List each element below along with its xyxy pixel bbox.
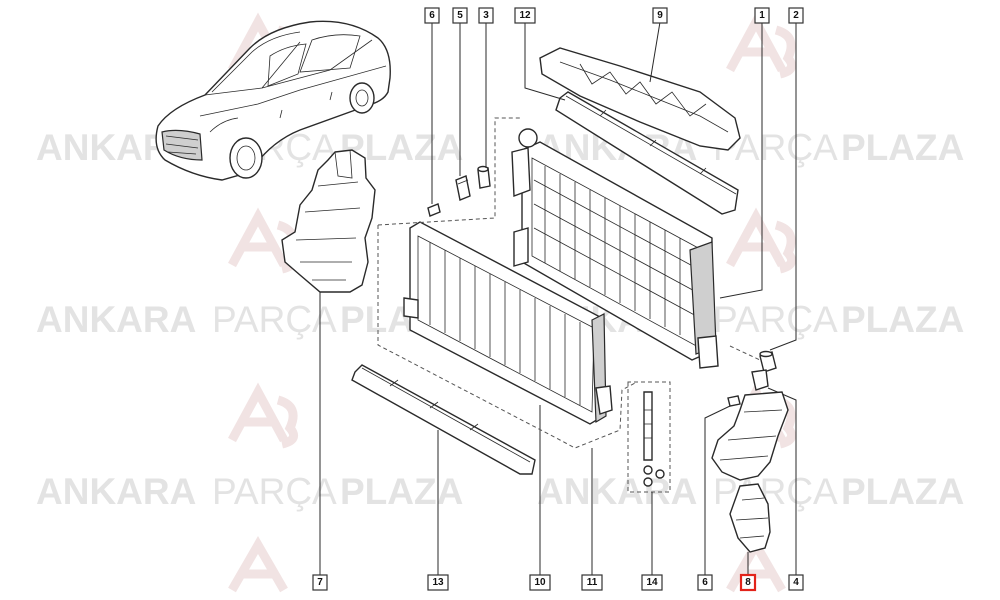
callout-label: 5 bbox=[457, 10, 463, 21]
callouts: 6 5 3 12 9 1 2 7 bbox=[312, 7, 804, 592]
part-bolt-lower bbox=[704, 395, 741, 575]
callout-label: 3 bbox=[483, 10, 489, 21]
part-upper-seal-strip bbox=[524, 22, 739, 215]
part-bracket-upper bbox=[455, 22, 471, 201]
part-rubber-mount-lower bbox=[729, 22, 797, 373]
callout-label: 7 bbox=[317, 577, 323, 588]
watermark-text: PLAZA bbox=[340, 471, 463, 512]
car-illustration bbox=[155, 20, 391, 181]
callout-10[interactable]: 10 bbox=[529, 574, 551, 591]
part-left-air-deflector bbox=[281, 149, 376, 575]
callout-12[interactable]: 12 bbox=[514, 7, 536, 24]
watermark-text: PARÇA bbox=[212, 299, 337, 340]
callout-5[interactable]: 5 bbox=[452, 7, 468, 24]
watermark-text: ANKARA bbox=[36, 471, 196, 512]
callout-9[interactable]: 9 bbox=[652, 7, 668, 24]
callout-2[interactable]: 2 bbox=[788, 7, 804, 24]
callout-label: 8 bbox=[745, 577, 751, 588]
callout-label: 11 bbox=[587, 577, 598, 588]
condenser-fins bbox=[429, 242, 581, 405]
watermark-text: PLAZA bbox=[841, 127, 964, 168]
callout-4[interactable]: 4 bbox=[788, 574, 804, 591]
callout-label: 6 bbox=[429, 10, 435, 21]
watermark-text: ANKARA bbox=[537, 471, 697, 512]
watermark-text: ANKARA bbox=[36, 299, 196, 340]
callout-label: 1 bbox=[759, 10, 765, 21]
watermark-text: PLAZA bbox=[841, 471, 964, 512]
assembly-outline bbox=[377, 117, 636, 449]
callout-11[interactable]: 11 bbox=[581, 574, 603, 591]
callout-label: 6 bbox=[702, 577, 708, 588]
callout-label: 2 bbox=[793, 10, 799, 21]
watermark-text: PLAZA bbox=[841, 299, 964, 340]
part-drain-plug-kit bbox=[627, 381, 671, 575]
watermark-text: PARÇA bbox=[713, 471, 838, 512]
watermark-row-3: ANKARA PARÇA PLAZA ANKARA PARÇA PLAZA bbox=[36, 471, 964, 512]
callout-label: 12 bbox=[519, 10, 531, 21]
callout-8-highlighted[interactable]: 8 bbox=[739, 573, 757, 592]
part-right-air-deflector-upper bbox=[711, 391, 789, 481]
callout-3[interactable]: 3 bbox=[478, 7, 494, 24]
callout-6-bottom[interactable]: 6 bbox=[697, 574, 713, 591]
callout-label: 10 bbox=[534, 577, 546, 588]
callout-label: 4 bbox=[793, 577, 799, 588]
callout-1[interactable]: 1 bbox=[754, 7, 770, 24]
watermark-logo bbox=[228, 12, 797, 593]
callout-7[interactable]: 7 bbox=[312, 574, 328, 591]
part-right-air-deflector-lower bbox=[729, 483, 771, 575]
part-radiator bbox=[511, 22, 763, 369]
callout-13[interactable]: 13 bbox=[427, 574, 449, 591]
radiator-core bbox=[533, 166, 701, 335]
part-rubber-mount-upper bbox=[477, 22, 491, 189]
part-lower-seal-strip bbox=[351, 364, 536, 575]
callout-label: 9 bbox=[657, 10, 663, 21]
callout-6-top[interactable]: 6 bbox=[424, 7, 440, 24]
callout-14[interactable]: 14 bbox=[641, 574, 663, 591]
watermark-text: PARÇA bbox=[212, 471, 337, 512]
callout-label: 13 bbox=[432, 577, 444, 588]
part-bolt-upper bbox=[427, 22, 441, 217]
callout-label: 14 bbox=[646, 577, 658, 588]
part-upper-air-guide bbox=[539, 21, 741, 151]
watermark-text: PARÇA bbox=[713, 299, 838, 340]
